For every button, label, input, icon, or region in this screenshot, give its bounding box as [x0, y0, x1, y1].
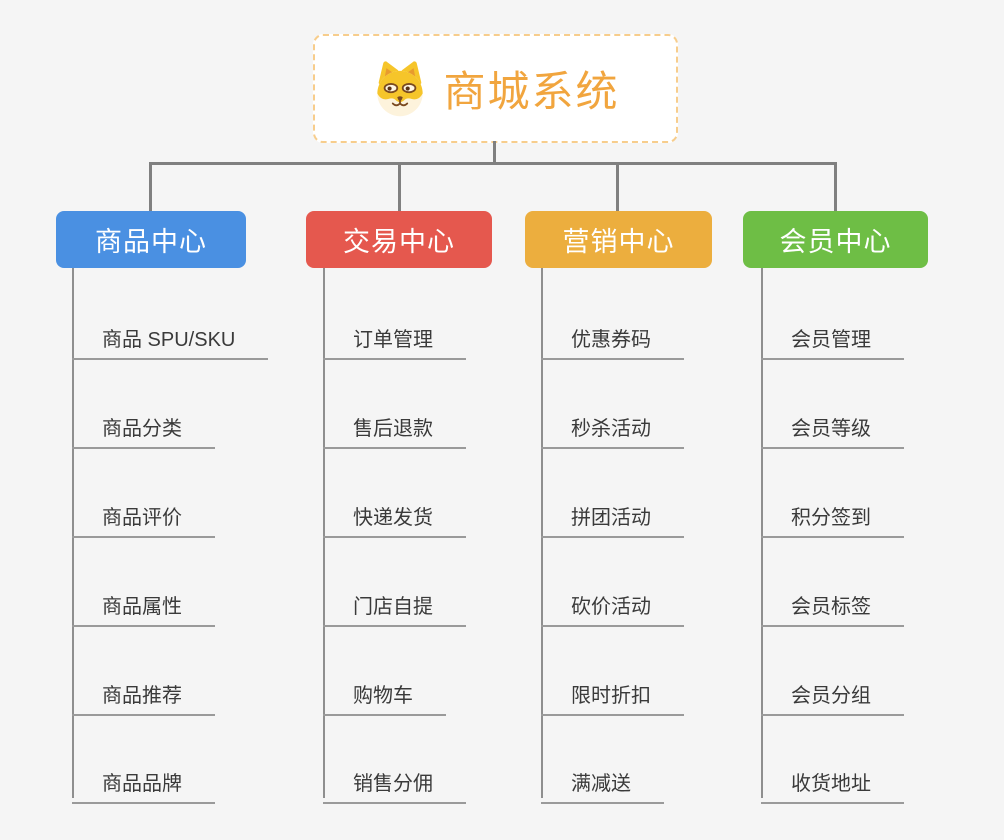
root-topic-node[interactable]: 商城系统	[313, 34, 678, 143]
connector-drop-line	[834, 162, 837, 212]
connector-root-stem	[493, 141, 496, 163]
topic-node[interactable]: 订单管理	[323, 316, 466, 360]
topic-node[interactable]: 售后退款	[323, 405, 466, 449]
topic-node[interactable]: 限时折扣	[541, 672, 684, 716]
topic-node[interactable]: 销售分佣	[323, 760, 466, 804]
dog-face-icon	[371, 60, 429, 118]
topic-node[interactable]: 会员分组	[761, 672, 904, 716]
root-topic-title: 商城系统	[443, 68, 620, 115]
topic-node[interactable]: 商品评价	[72, 494, 215, 538]
topic-node[interactable]: 会员管理	[761, 316, 904, 360]
topic-node[interactable]: 收货地址	[761, 760, 904, 804]
topic-node[interactable]: 商品属性	[72, 583, 215, 627]
topic-node[interactable]: 购物车	[323, 672, 446, 716]
topic-node[interactable]: 快递发货	[323, 494, 466, 538]
topic-node[interactable]: 商品推荐	[72, 672, 215, 716]
branch-node-trade-center[interactable]: 交易中心	[306, 211, 492, 268]
topic-node[interactable]: 商品品牌	[72, 760, 215, 804]
topic-node[interactable]: 会员标签	[761, 583, 904, 627]
topic-node[interactable]: 优惠券码	[541, 316, 684, 360]
topic-node[interactable]: 拼团活动	[541, 494, 684, 538]
topic-node[interactable]: 商品分类	[72, 405, 215, 449]
topic-node[interactable]: 商品 SPU/SKU	[72, 316, 269, 360]
connector-drop-line	[398, 162, 401, 212]
connector-drop-line	[149, 162, 152, 212]
connector-drop-line	[616, 162, 619, 212]
topic-node[interactable]: 会员等级	[761, 405, 904, 449]
topic-node[interactable]: 积分签到	[761, 494, 904, 538]
branch-node-marketing-center[interactable]: 营销中心	[525, 211, 712, 268]
topic-node[interactable]: 砍价活动	[541, 583, 684, 627]
branch-node-product-center[interactable]: 商品中心	[56, 211, 246, 268]
topic-node[interactable]: 满减送	[541, 760, 664, 804]
connector-bus-line	[149, 162, 837, 165]
topic-node[interactable]: 秒杀活动	[541, 405, 684, 449]
topic-node[interactable]: 门店自提	[323, 583, 466, 627]
branch-node-member-center[interactable]: 会员中心	[743, 211, 928, 268]
